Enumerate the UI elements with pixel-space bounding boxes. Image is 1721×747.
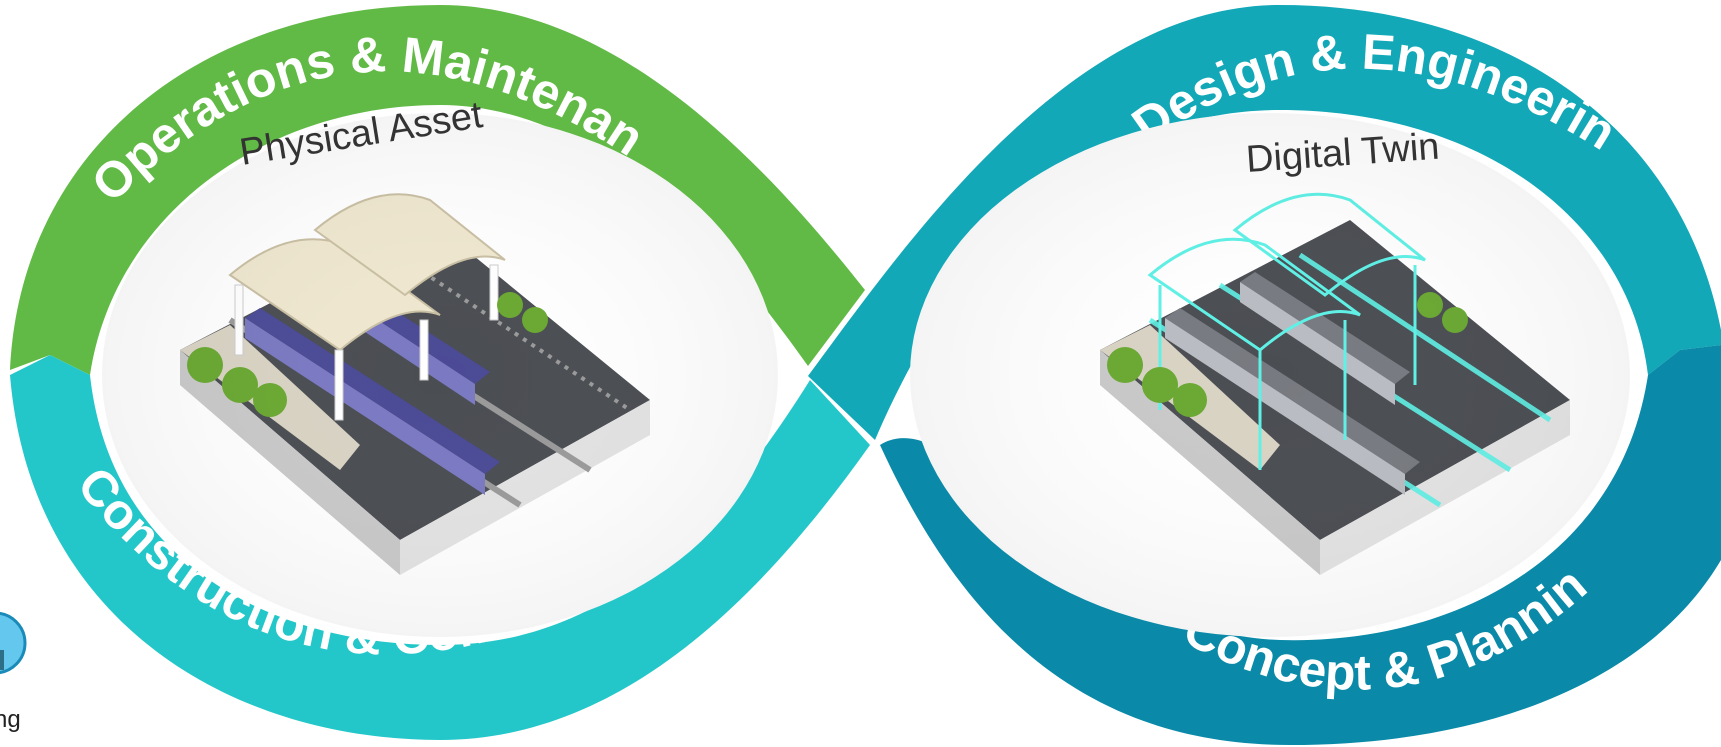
construction-commissioning-band xyxy=(10,355,870,740)
operations-maintenance-band xyxy=(10,5,865,375)
left-shading xyxy=(102,113,778,637)
design-engineering-band xyxy=(808,5,1721,440)
edge-fragment-label: ng xyxy=(0,706,21,733)
right-shading xyxy=(910,113,1630,637)
concept-planning-band xyxy=(880,345,1721,745)
edge-avatar-icon xyxy=(0,611,27,675)
